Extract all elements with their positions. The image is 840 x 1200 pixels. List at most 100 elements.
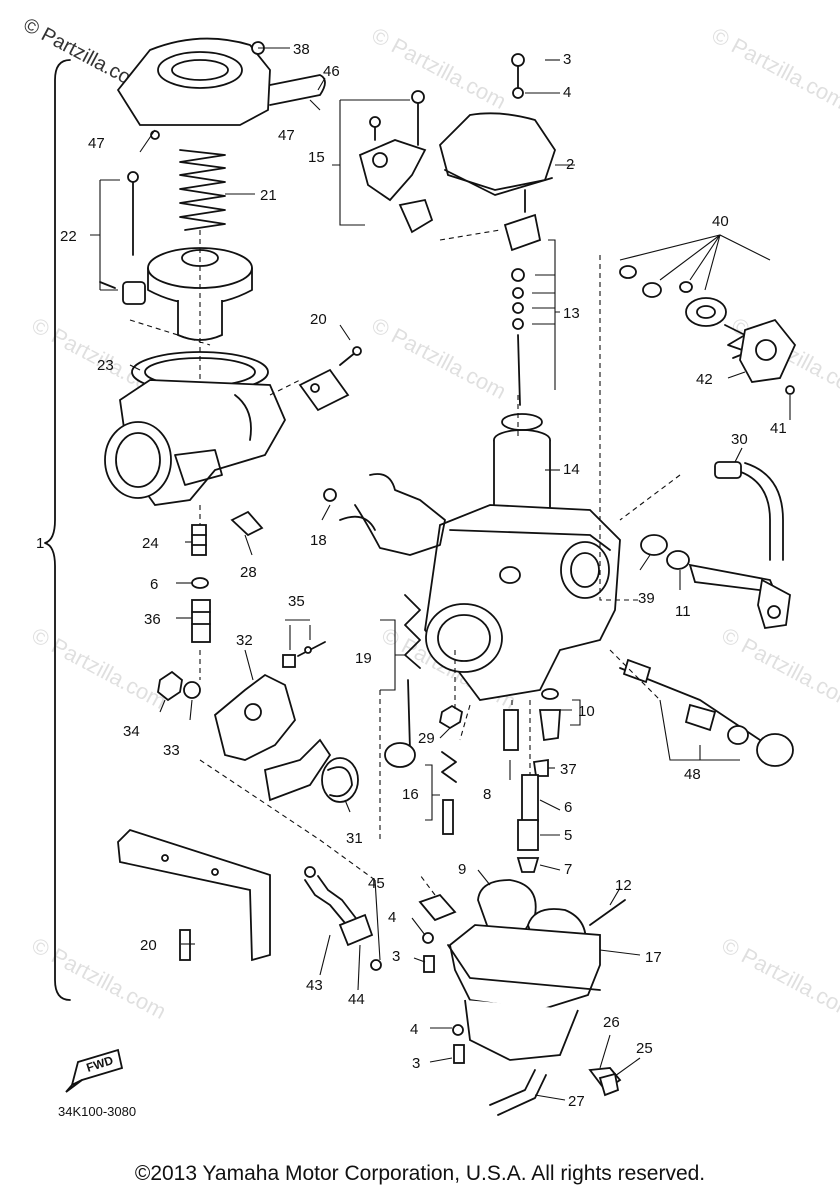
callout-32: 32 (236, 632, 253, 649)
callout-13: 13 (563, 305, 580, 322)
starter-plunger (640, 534, 791, 630)
callout-10: 10 (578, 703, 595, 720)
callout-6: 6 (564, 799, 572, 816)
linkage-15 (358, 90, 434, 234)
o-ring-6a (191, 577, 209, 589)
callout-36: 36 (144, 611, 161, 628)
callout-3: 3 (563, 51, 571, 68)
plate-20 (298, 346, 362, 412)
needle-jet-6-5-7 (516, 774, 540, 873)
callout-17: 17 (645, 949, 662, 966)
callout-11: 11 (675, 603, 691, 620)
callout-4: 4 (388, 909, 396, 926)
callout-1: 1 (36, 535, 44, 552)
copyright-notice: ©2013 Yamaha Motor Corporation, U.S.A. A… (134, 1162, 706, 1185)
callout-31: 31 (346, 830, 363, 847)
hose-27 (489, 1069, 547, 1116)
drain-25-26 (588, 1067, 622, 1097)
callout-34: 34 (123, 723, 140, 740)
jet-needle (99, 171, 146, 305)
callout-19: 19 (355, 650, 372, 667)
accelerator-pump (619, 265, 797, 395)
callout-38: 38 (293, 41, 310, 58)
callout-24: 24 (142, 535, 159, 552)
jet-36 (191, 599, 211, 643)
callout-12: 12 (615, 877, 632, 894)
sleeve-28 (230, 510, 264, 537)
fwd-arrow-icon: FWD (65, 1048, 124, 1093)
callout-44: 44 (348, 991, 365, 1008)
jet-8 (503, 709, 519, 751)
float-bowl-17 (447, 924, 601, 1061)
callout-35: 35 (288, 593, 305, 610)
callout-37: 37 (560, 761, 577, 778)
callout-3: 3 (412, 1055, 420, 1072)
mount-bracket (323, 473, 446, 556)
callout-41: 41 (770, 420, 787, 437)
callout-39: 39 (638, 590, 655, 607)
callout-28: 28 (240, 564, 257, 581)
bracket-4-top (418, 893, 457, 922)
throttle-slide (493, 413, 551, 517)
callout-47: 47 (278, 127, 295, 144)
callout-30: 30 (731, 431, 748, 448)
callout-25: 25 (636, 1040, 653, 1057)
assembly-bracket (44, 59, 71, 1001)
callout-21: 21 (260, 187, 277, 204)
callout-15: 15 (308, 149, 325, 166)
drawing-code: 34K100-3080 (58, 1104, 137, 1119)
callout-7: 7 (564, 861, 572, 878)
callout-5: 5 (564, 827, 572, 844)
callout-22: 22 (60, 228, 77, 245)
hose-30 (714, 461, 784, 561)
lever-32 (213, 673, 359, 803)
callout-45: 45 (368, 875, 385, 892)
cover-2 (438, 53, 556, 196)
callout-18: 18 (310, 532, 327, 549)
jets-10 (538, 688, 561, 742)
callout-26: 26 (603, 1014, 620, 1031)
callout-47: 47 (88, 135, 105, 152)
callout-42: 42 (696, 371, 713, 388)
callout-8: 8 (483, 786, 491, 803)
nut-34 (157, 670, 201, 702)
needle-assembly-13 (503, 189, 542, 406)
cable-48 (619, 658, 794, 767)
callout-48: 48 (684, 766, 701, 783)
carb-body-left (104, 351, 287, 506)
watermarks: © Partzilla.com © Partzilla.com © Partzi… (28, 22, 840, 1024)
callout-6: 6 (150, 576, 158, 593)
callout-27: 27 (568, 1093, 585, 1110)
spring-21 (179, 149, 226, 231)
callout-4: 4 (563, 84, 571, 101)
carb-body-main (424, 504, 621, 701)
watermark: © Partzilla.com (718, 932, 840, 1024)
callout-23: 23 (97, 357, 114, 374)
leader-lines (90, 47, 791, 1101)
callout-40: 40 (712, 213, 729, 230)
jet-24 (191, 524, 207, 556)
watermark: © Partzilla.com (368, 312, 511, 404)
callout-29: 29 (418, 730, 435, 747)
bolt-20b (179, 929, 191, 961)
jet-37 (532, 758, 549, 777)
callout-16: 16 (402, 786, 419, 803)
screws-3-4 (422, 932, 465, 1064)
callout-2: 2 (566, 156, 574, 173)
callout-33: 33 (163, 742, 180, 759)
watermark: © Partzilla.com (718, 622, 840, 714)
float-pin-12 (589, 899, 626, 926)
callout-3: 3 (392, 948, 400, 965)
mount-plate (117, 828, 271, 962)
callout-43: 43 (306, 977, 323, 994)
hose-43 (304, 866, 382, 971)
callout-46: 46 (323, 63, 340, 80)
watermark: © Partzilla.com (708, 22, 840, 114)
callout-14: 14 (563, 461, 580, 478)
callouts: 38 46 47 47 21 22 23 20 15 3 4 2 13 40 4… (36, 41, 787, 1110)
nut-29 (438, 704, 464, 730)
watermark: © Partzilla.com (28, 622, 171, 714)
callout-20: 20 (310, 311, 327, 328)
screw-35 (282, 641, 326, 668)
